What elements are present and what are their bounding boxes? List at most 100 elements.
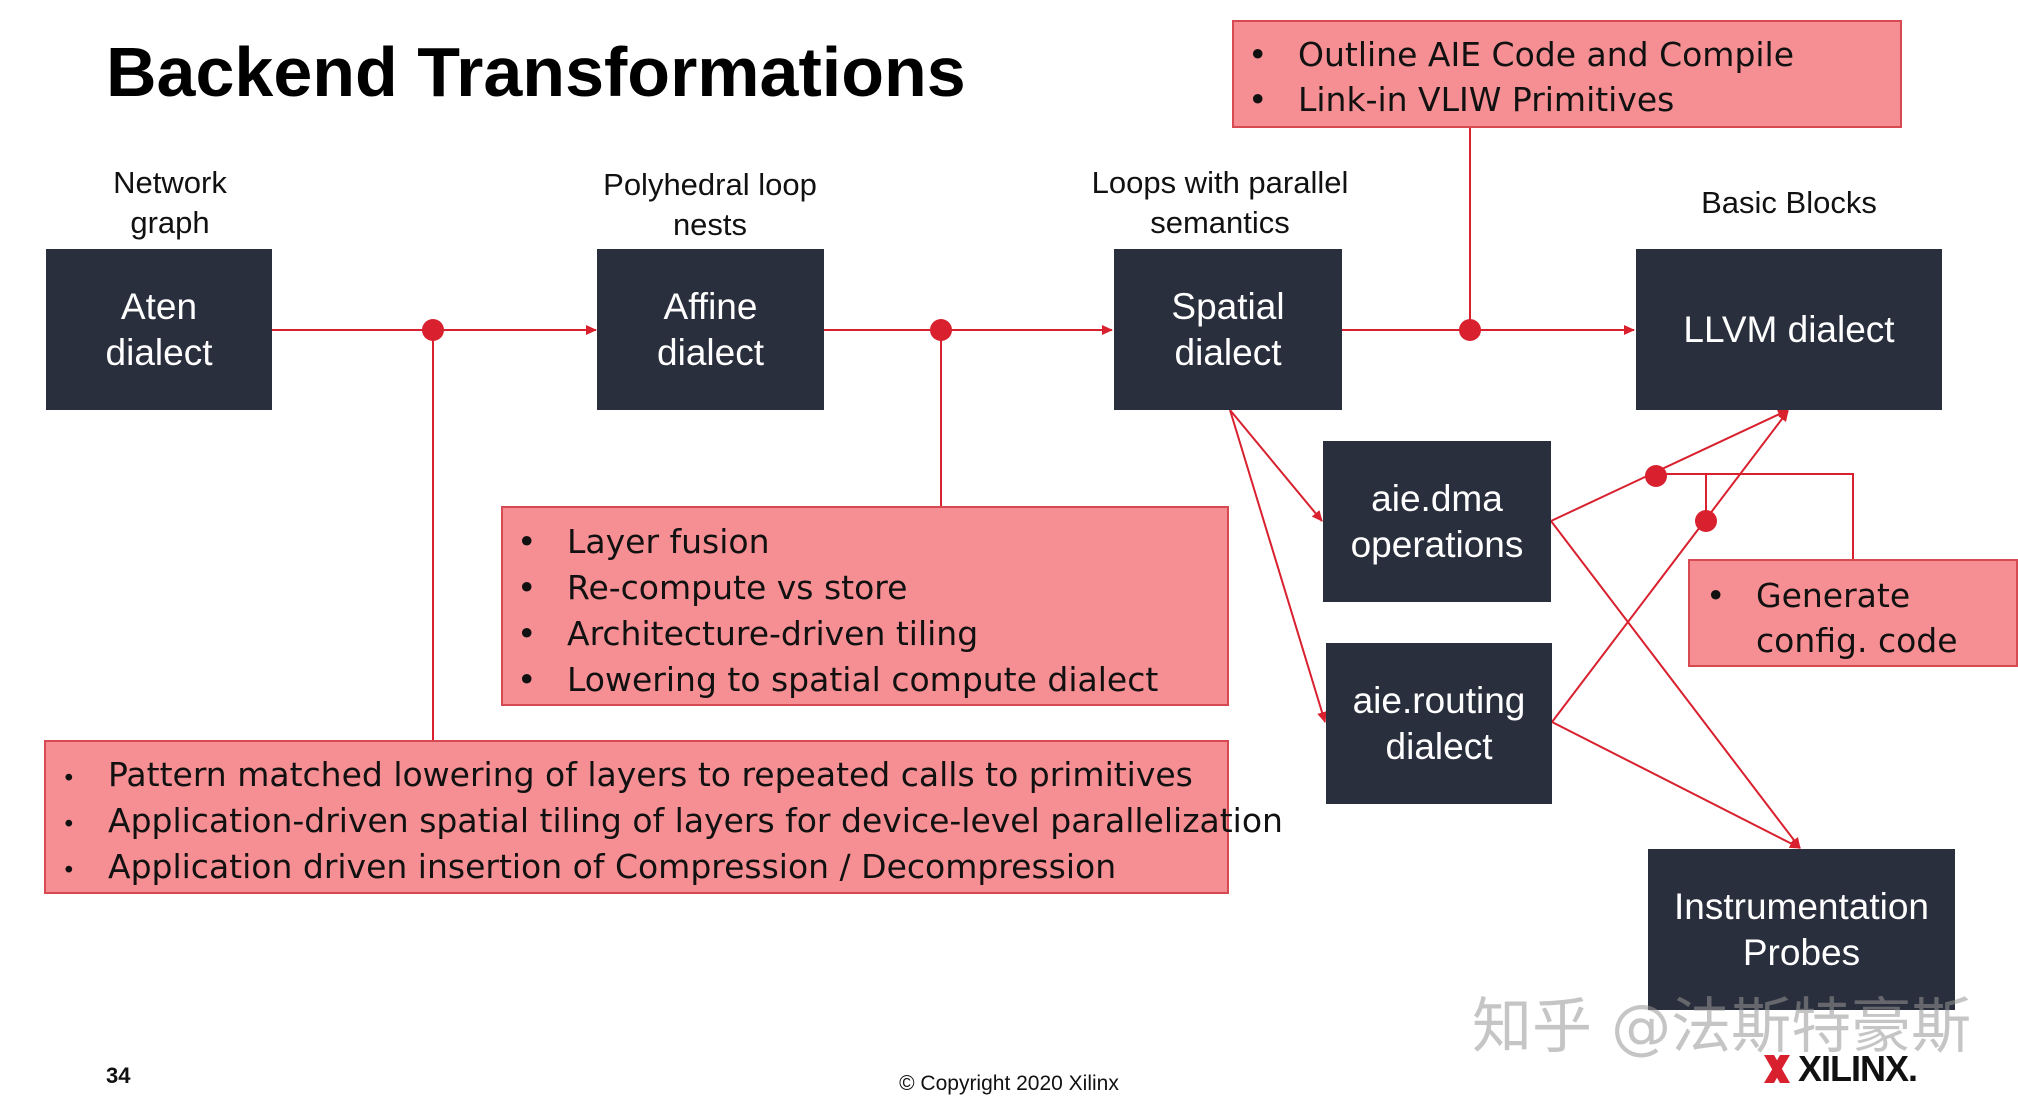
stage-label-polyhedral: Polyhedral loop nests — [570, 165, 850, 245]
note-item-text: Lowering to spatial compute dialect — [567, 660, 1159, 699]
arrow-spatial-to-aie-dma — [1229, 409, 1323, 522]
text-line: Polyhedral loop — [603, 167, 817, 202]
stage-label-text: Loops with parallel semantics — [1060, 163, 1380, 243]
note-item: • Application driven insertion of Compres… — [58, 844, 1227, 890]
stage-label-text: Basic Blocks — [1636, 183, 1942, 223]
note-outline-aie: •Outline AIE Code and Compile• Link-in VL… — [1232, 20, 1902, 128]
text-line: nests — [672, 207, 748, 242]
xilinx-mark-icon — [1764, 1055, 1790, 1083]
stage-label-text: Network graph — [80, 163, 260, 243]
note-item: • Lowering to spatial compute dialect — [517, 657, 1227, 703]
junction-dot — [422, 319, 444, 341]
bullet-icon: • — [62, 812, 76, 838]
text-line: operations — [1350, 523, 1524, 565]
bullet-icon: • — [1706, 576, 1726, 615]
note-item: •Outline AIE Code and Compile — [1248, 32, 1900, 77]
text-line: Loops with parallel — [1091, 165, 1349, 200]
text-line: Basic Blocks — [1701, 185, 1877, 220]
stage-label-network: Network graph — [80, 163, 260, 243]
bullet-icon: • — [62, 858, 76, 884]
text-line: LLVM dialect — [1683, 308, 1895, 350]
note-item-text: Pattern matched lowering of layers to re… — [108, 755, 1193, 794]
note-item-text: Generate — [1756, 576, 1911, 615]
bullet-icon: • — [517, 522, 537, 561]
note-list: • Layer fusion • Re-compute vs store • Archit… — [517, 519, 1227, 703]
text-line: Spatial — [1171, 285, 1285, 327]
note-item-text: Re-compute vs store — [567, 568, 908, 607]
bullet-icon: • — [62, 766, 76, 792]
junction-dot — [1695, 510, 1717, 532]
note-item: • Generate config. code — [1706, 573, 2016, 663]
text-line: Probes — [1742, 932, 1861, 973]
note-item-text: Layer fusion — [567, 522, 770, 561]
text-line: Network — [113, 165, 227, 200]
note-item: • Pattern matched lowering of layers to r… — [58, 752, 1227, 798]
note-list: •Outline AIE Code and Compile• Link-in VL… — [1248, 32, 1900, 122]
note-item-text: Link-in VLIW Primitives — [1298, 80, 1675, 119]
text-line: Aten — [120, 285, 198, 327]
note-item: • Application-driven spatial tiling of la… — [58, 798, 1283, 844]
note-list: • Generate config. code — [1706, 573, 2016, 663]
arrow-aie-dma-to-instrumentation — [1550, 520, 1801, 849]
note-list: • Pattern matched lowering of layers to r… — [58, 752, 1283, 890]
junction-dot — [1459, 319, 1481, 341]
stage-label-basic-blocks: Basic Blocks — [1636, 183, 1942, 223]
text-line: semantics — [1150, 205, 1290, 240]
text-line: dialect — [657, 331, 764, 373]
arrow-aie-routing-to-llvm — [1551, 410, 1789, 723]
stage-label-loops: Loops with parallel semantics — [1060, 163, 1380, 243]
arrow-spatial-to-aie-routing — [1229, 409, 1327, 723]
xilinx-logo: XILINX. — [1762, 1048, 1918, 1090]
copyright-text: © Copyright 2020 Xilinx — [899, 1072, 1119, 1095]
note-pattern-matched-lowering: • Pattern matched lowering of layers to r… — [44, 740, 1283, 894]
text-line: Affine — [663, 285, 758, 327]
page-number: 34 — [106, 1063, 131, 1088]
note-item-text: Outline AIE Code and Compile — [1298, 35, 1795, 74]
arrow-aie-dma-to-llvm — [1550, 409, 1789, 522]
note-generate-config: • Generate config. code — [1688, 559, 2018, 667]
watermark: 知乎 @法斯特豪斯 — [1472, 992, 1972, 1062]
junction-dot — [1645, 465, 1667, 487]
note-item-text: Architecture-driven tiling — [567, 614, 979, 653]
connector-generate-note — [1656, 473, 1854, 559]
note-item-text: config. code — [1756, 621, 1958, 660]
note-item: • Architecture-driven tiling — [517, 611, 1227, 657]
bullet-icon: • — [517, 614, 537, 653]
text-line: graph — [130, 205, 210, 240]
bullet-icon: • — [1248, 80, 1268, 119]
bullet-icon: • — [517, 568, 537, 607]
text-line: dialect — [1385, 725, 1493, 767]
note-item: • Re-compute vs store — [517, 565, 1227, 611]
llvm-dialect-box: LLVM dialect — [1636, 249, 1942, 410]
box-label: LLVM dialect — [1683, 307, 1894, 353]
text-line: dialect — [1174, 331, 1282, 373]
bullet-icon: • — [517, 660, 537, 699]
brand-text: XILINX. — [1798, 1048, 1918, 1089]
note-item-text: Application driven insertion of Compress… — [108, 847, 1117, 886]
text-line: Instrumentation — [1673, 886, 1930, 927]
note-layer-fusion: • Layer fusion • Re-compute vs store • Archit… — [501, 506, 1229, 706]
text-line: aie.routing — [1352, 679, 1526, 721]
note-item: • Link-in VLIW Primitives — [1248, 77, 1900, 122]
stage-label-text: Polyhedral loop nests — [570, 165, 850, 245]
slide-title: Backend Transformations — [106, 33, 966, 111]
junction-dot — [930, 319, 952, 341]
note-item: • Layer fusion — [517, 519, 1227, 565]
text-line: dialect — [105, 331, 213, 373]
arrow-aie-routing-to-instrumentation — [1551, 721, 1801, 849]
text-line: aie.dma — [1371, 477, 1503, 519]
note-item-text: Application-driven spatial tiling of lay… — [108, 801, 1283, 840]
